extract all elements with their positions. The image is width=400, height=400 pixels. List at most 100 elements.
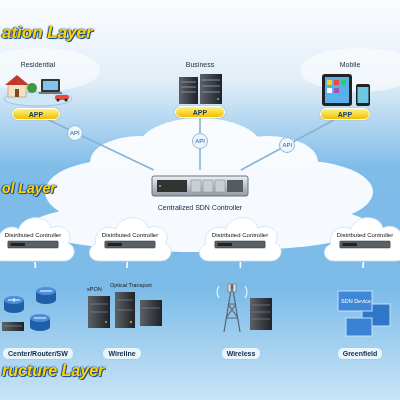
art-shape: [140, 300, 162, 326]
connector-line: [49, 120, 154, 170]
art-shape: [105, 321, 107, 323]
controller-cloud: Distributed Controller: [320, 212, 400, 262]
art-shape: [325, 77, 349, 103]
device-group: Greenfield: [322, 268, 398, 360]
art-shape: [57, 99, 60, 102]
connector-line: [126, 262, 128, 268]
art-shape: [338, 291, 372, 311]
router-picture: [2, 287, 56, 331]
device-text: Optical Transport: [110, 283, 152, 289]
art-shape: [202, 86, 220, 87]
art-shape: [65, 99, 68, 102]
controller-cloud: Distributed Controller: [0, 212, 78, 262]
node-text: Distributed Controller: [102, 232, 158, 238]
art-shape: [202, 80, 220, 81]
art-shape: [252, 305, 270, 306]
node-text: Centralized SDN Controller: [158, 204, 242, 211]
art-shape: [358, 87, 369, 103]
art-shape: [181, 82, 196, 83]
art-shape: [90, 312, 108, 313]
art-shape: [41, 79, 60, 92]
node-text: Wireless: [221, 347, 262, 360]
cloud-shape: [0, 218, 74, 261]
art-shape: [117, 310, 133, 311]
art-shape: [36, 296, 56, 304]
wireless-picture: [217, 284, 272, 332]
central-server: [152, 176, 248, 196]
art-shape: [215, 180, 225, 192]
art-shape: [327, 80, 332, 85]
art-shape: [181, 87, 196, 88]
connector-line: [34, 262, 36, 268]
node-text: Business: [186, 61, 214, 68]
connector-line: [362, 262, 364, 268]
art-shape: [203, 180, 213, 192]
app-pill: APP: [175, 106, 225, 118]
user-group: APP Business: [165, 60, 235, 120]
mobile-picture: [322, 74, 370, 106]
art-shape: [200, 74, 222, 104]
art-shape: [88, 296, 110, 328]
cloud-shape: [89, 218, 171, 261]
art-shape: [15, 89, 19, 97]
art-shape: [250, 298, 272, 330]
art-shape: [142, 308, 160, 309]
art-shape: [5, 75, 29, 85]
art-shape: [346, 318, 372, 336]
node-text: APP: [338, 111, 352, 118]
art-shape: [334, 88, 339, 93]
device-group: Wireless: [205, 268, 277, 360]
controller-server: Centralized SDN Controller: [145, 170, 255, 214]
art-shape: [252, 319, 270, 320]
cloud-shape: [199, 218, 281, 261]
art-shape: [157, 180, 187, 192]
art-shape: [43, 81, 58, 90]
residential-picture: [4, 75, 72, 106]
device-group: Wireline: [82, 268, 162, 360]
node-text: APP: [29, 111, 43, 118]
art-shape: [217, 286, 247, 298]
art-shape: [252, 312, 270, 313]
server-bar: [105, 241, 155, 248]
art-shape: [4, 305, 24, 313]
layer-name: ol Layer: [2, 181, 56, 195]
art-shape: [39, 92, 62, 94]
cloud-mass: [0, 48, 400, 252]
connector-line: [240, 262, 242, 268]
app-pill: APP: [12, 108, 60, 120]
node-text: Center/Router/SW: [2, 347, 74, 360]
node-text: Residential: [21, 61, 56, 68]
art-shape: [228, 284, 231, 292]
node-text: Distributed Controller: [337, 232, 393, 238]
node-text: Distributed Controller: [5, 232, 61, 238]
art-shape: [179, 77, 198, 104]
device-group: Center/Router/SW: [0, 268, 78, 360]
art-shape: [115, 292, 135, 328]
art-shape: [327, 88, 332, 93]
art-shape: [27, 83, 37, 93]
server-panel: [11, 243, 25, 246]
device-text: xPON: [87, 287, 102, 293]
art-shape: [152, 176, 248, 196]
art-shape: [217, 98, 219, 100]
node-text: APP: [193, 109, 207, 116]
art-shape: [334, 80, 339, 85]
layer-name: ructure Layer: [2, 363, 104, 379]
controller-cloud: Distributed Controller: [85, 212, 175, 262]
app-pill: APP: [320, 108, 370, 120]
user-group: APPMobile: [308, 60, 392, 122]
server-panel: [218, 243, 232, 246]
wireline-picture: [88, 292, 162, 328]
node-text: Distributed Controller: [212, 232, 268, 238]
art-shape: [117, 300, 133, 301]
layer-name: ation Layer: [2, 24, 93, 41]
art-shape: [356, 84, 370, 106]
art-shape: [233, 284, 236, 292]
art-shape: [159, 185, 161, 187]
server-bar: [215, 241, 265, 248]
cloud-shape: [324, 218, 400, 261]
art-shape: [227, 180, 243, 192]
art-shape: [4, 326, 22, 327]
